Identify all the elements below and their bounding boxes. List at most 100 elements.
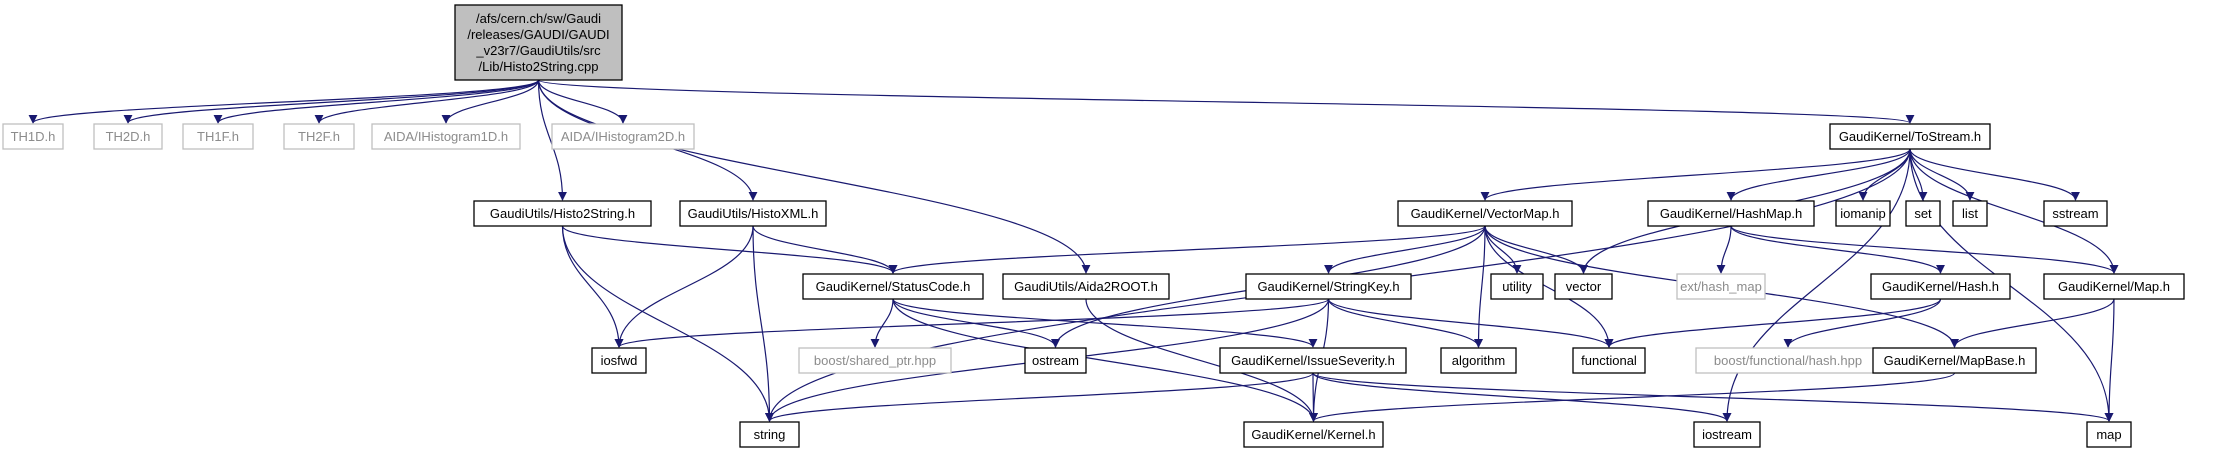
node-label-mapbase: GaudiKernel/MapBase.h <box>1884 353 2026 368</box>
node-string[interactable]: string <box>739 421 800 448</box>
node-box-th2f <box>283 123 355 150</box>
node-th1f: TH1F.h <box>182 123 254 150</box>
node-label-algorithm: algorithm <box>1452 353 1505 368</box>
edge-hashmap-to-exthashmap <box>1716 225 1732 274</box>
edge-hashmap-to-hash <box>1730 225 1945 274</box>
edge-hashmap-to-map <box>1730 225 2119 274</box>
node-label-hash: GaudiKernel/Hash.h <box>1882 279 1999 294</box>
node-label-th2f: TH2F.h <box>298 129 340 144</box>
edge-vectormap-to-statuscode <box>888 225 1486 274</box>
node-exthashmap: ext/hash_map <box>1676 273 1766 300</box>
node-box-vectormap <box>1397 200 1573 227</box>
edge-stringkey-to-algorithm <box>1327 298 1483 348</box>
node-histoxml[interactable]: GaudiUtils/HistoXML.h <box>679 200 827 227</box>
node-box-mapbase <box>1872 347 2037 374</box>
node-hash[interactable]: GaudiKernel/Hash.h <box>1870 273 2011 300</box>
edge-issueseverity-to-kernel <box>1308 372 1318 422</box>
node-label-tostream: GaudiKernel/ToStream.h <box>1839 129 1981 144</box>
edge-root-to-histo2string <box>537 79 567 201</box>
node-label-th2d: TH2D.h <box>106 129 151 144</box>
node-label-histo2string: GaudiUtils/Histo2String.h <box>490 206 635 221</box>
node-box-boosthash <box>1695 347 1881 374</box>
node-box-sstream <box>2043 200 2108 227</box>
node-hashmap[interactable]: GaudiKernel/HashMap.h <box>1647 200 1815 227</box>
node-set[interactable]: set <box>1905 200 1941 227</box>
edge-tostream-to-hashmap <box>1726 148 1911 201</box>
edge-hash-to-boosthash <box>1783 298 1942 348</box>
node-iomanip[interactable]: iomanip <box>1835 200 1891 227</box>
node-box-statuscode <box>802 273 984 300</box>
edge-vectormap-to-functional <box>1484 225 1614 348</box>
node-aida2root[interactable]: GaudiUtils/Aida2ROOT.h <box>1002 273 1170 300</box>
node-box-mapstd <box>2086 421 2132 448</box>
edge-map-to-mapstd <box>2104 298 2115 422</box>
node-kernel[interactable]: GaudiKernel/Kernel.h <box>1243 421 1384 448</box>
node-box-hashmap <box>1647 200 1815 227</box>
node-histo2string[interactable]: GaudiUtils/Histo2String.h <box>473 200 652 227</box>
node-map[interactable]: GaudiKernel/Map.h <box>2043 273 2185 300</box>
node-ostream[interactable]: ostream <box>1024 347 1087 374</box>
node-label-map: GaudiKernel/Map.h <box>2058 279 2170 294</box>
node-box-aida2d <box>551 123 695 150</box>
edge-statuscode-to-sharedptr <box>870 298 894 348</box>
node-sstream[interactable]: sstream <box>2043 200 2108 227</box>
node-label-statuscode: GaudiKernel/StatusCode.h <box>816 279 971 294</box>
node-th2d: TH2D.h <box>93 123 163 150</box>
node-th2f: TH2F.h <box>283 123 355 150</box>
node-algorithm[interactable]: algorithm <box>1440 347 1517 374</box>
node-vector[interactable]: vector <box>1554 273 1613 300</box>
edge-issueseverity-to-iostream <box>1312 372 1732 422</box>
edge-tostream-to-sstream <box>1909 148 2080 201</box>
edge-map-to-mapbase <box>1950 298 2115 348</box>
node-label-th1f: TH1F.h <box>197 129 239 144</box>
node-label-root-line-1: /afs/cern.ch/sw/Gaudi <box>476 11 601 26</box>
nodes: /afs/cern.ch/sw/Gaudi/releases/GAUDI/GAU… <box>2 4 2185 448</box>
node-box-root <box>454 4 623 81</box>
node-label-iomanip: iomanip <box>1840 206 1886 221</box>
node-box-issueseverity <box>1219 347 1407 374</box>
edge-tostream-to-iostream <box>1722 148 1911 422</box>
edge-tostream-to-iomanip <box>1858 148 1911 201</box>
edge-root-to-aida2d <box>537 79 628 124</box>
node-stringkey[interactable]: GaudiKernel/StringKey.h <box>1245 273 1412 300</box>
node-functional[interactable]: functional <box>1572 347 1646 374</box>
node-aida2d: AIDA/IHistogram2D.h <box>551 123 695 150</box>
node-iosfwd[interactable]: iosfwd <box>591 347 647 374</box>
edge-vectormap-to-utility <box>1484 225 1522 274</box>
node-box-iosfwd <box>591 347 647 374</box>
edge-histo2string-to-string <box>561 225 774 422</box>
node-vectormap[interactable]: GaudiKernel/VectorMap.h <box>1397 200 1573 227</box>
node-box-kernel <box>1243 421 1384 448</box>
node-aida1d: AIDA/IHistogram1D.h <box>371 123 521 150</box>
node-box-iostream <box>1693 421 1761 448</box>
node-list[interactable]: list <box>1952 200 1988 227</box>
edge-issueseverity-to-mapstd <box>1312 372 2114 422</box>
node-box-vector <box>1554 273 1613 300</box>
node-label-aida2d: AIDA/IHistogram2D.h <box>561 129 685 144</box>
node-label-boosthash: boost/functional/hash.hpp <box>1714 353 1862 368</box>
edge-vectormap-to-algorithm <box>1474 225 1486 348</box>
node-iostream[interactable]: iostream <box>1693 421 1761 448</box>
edge-statuscode-to-kernel <box>892 298 1318 422</box>
node-label-string: string <box>754 427 786 442</box>
node-label-vectormap: GaudiKernel/VectorMap.h <box>1411 206 1560 221</box>
edge-stringkey-to-functional <box>1327 298 1614 348</box>
node-box-string <box>739 421 800 448</box>
node-utility[interactable]: utility <box>1490 273 1544 300</box>
node-issueseverity[interactable]: GaudiKernel/IssueSeverity.h <box>1219 347 1407 374</box>
node-root[interactable]: /afs/cern.ch/sw/Gaudi/releases/GAUDI/GAU… <box>454 4 623 81</box>
node-label-list: list <box>1962 206 1978 221</box>
edge-vectormap-to-vector <box>1484 225 1588 274</box>
node-mapbase[interactable]: GaudiKernel/MapBase.h <box>1872 347 2037 374</box>
node-mapstd[interactable]: map <box>2086 421 2132 448</box>
node-statuscode[interactable]: GaudiKernel/StatusCode.h <box>802 273 984 300</box>
node-box-histo2string <box>473 200 652 227</box>
node-box-sharedptr <box>798 347 952 374</box>
node-label-exthashmap: ext/hash_map <box>1680 279 1762 294</box>
edge-histoxml-to-statuscode <box>752 225 898 274</box>
node-tostream[interactable]: GaudiKernel/ToStream.h <box>1829 123 1991 150</box>
node-label-root-line-4: /Lib/Histo2String.cpp <box>479 59 599 74</box>
node-box-exthashmap <box>1676 273 1766 300</box>
edge-histo2string-to-statuscode <box>561 225 898 274</box>
